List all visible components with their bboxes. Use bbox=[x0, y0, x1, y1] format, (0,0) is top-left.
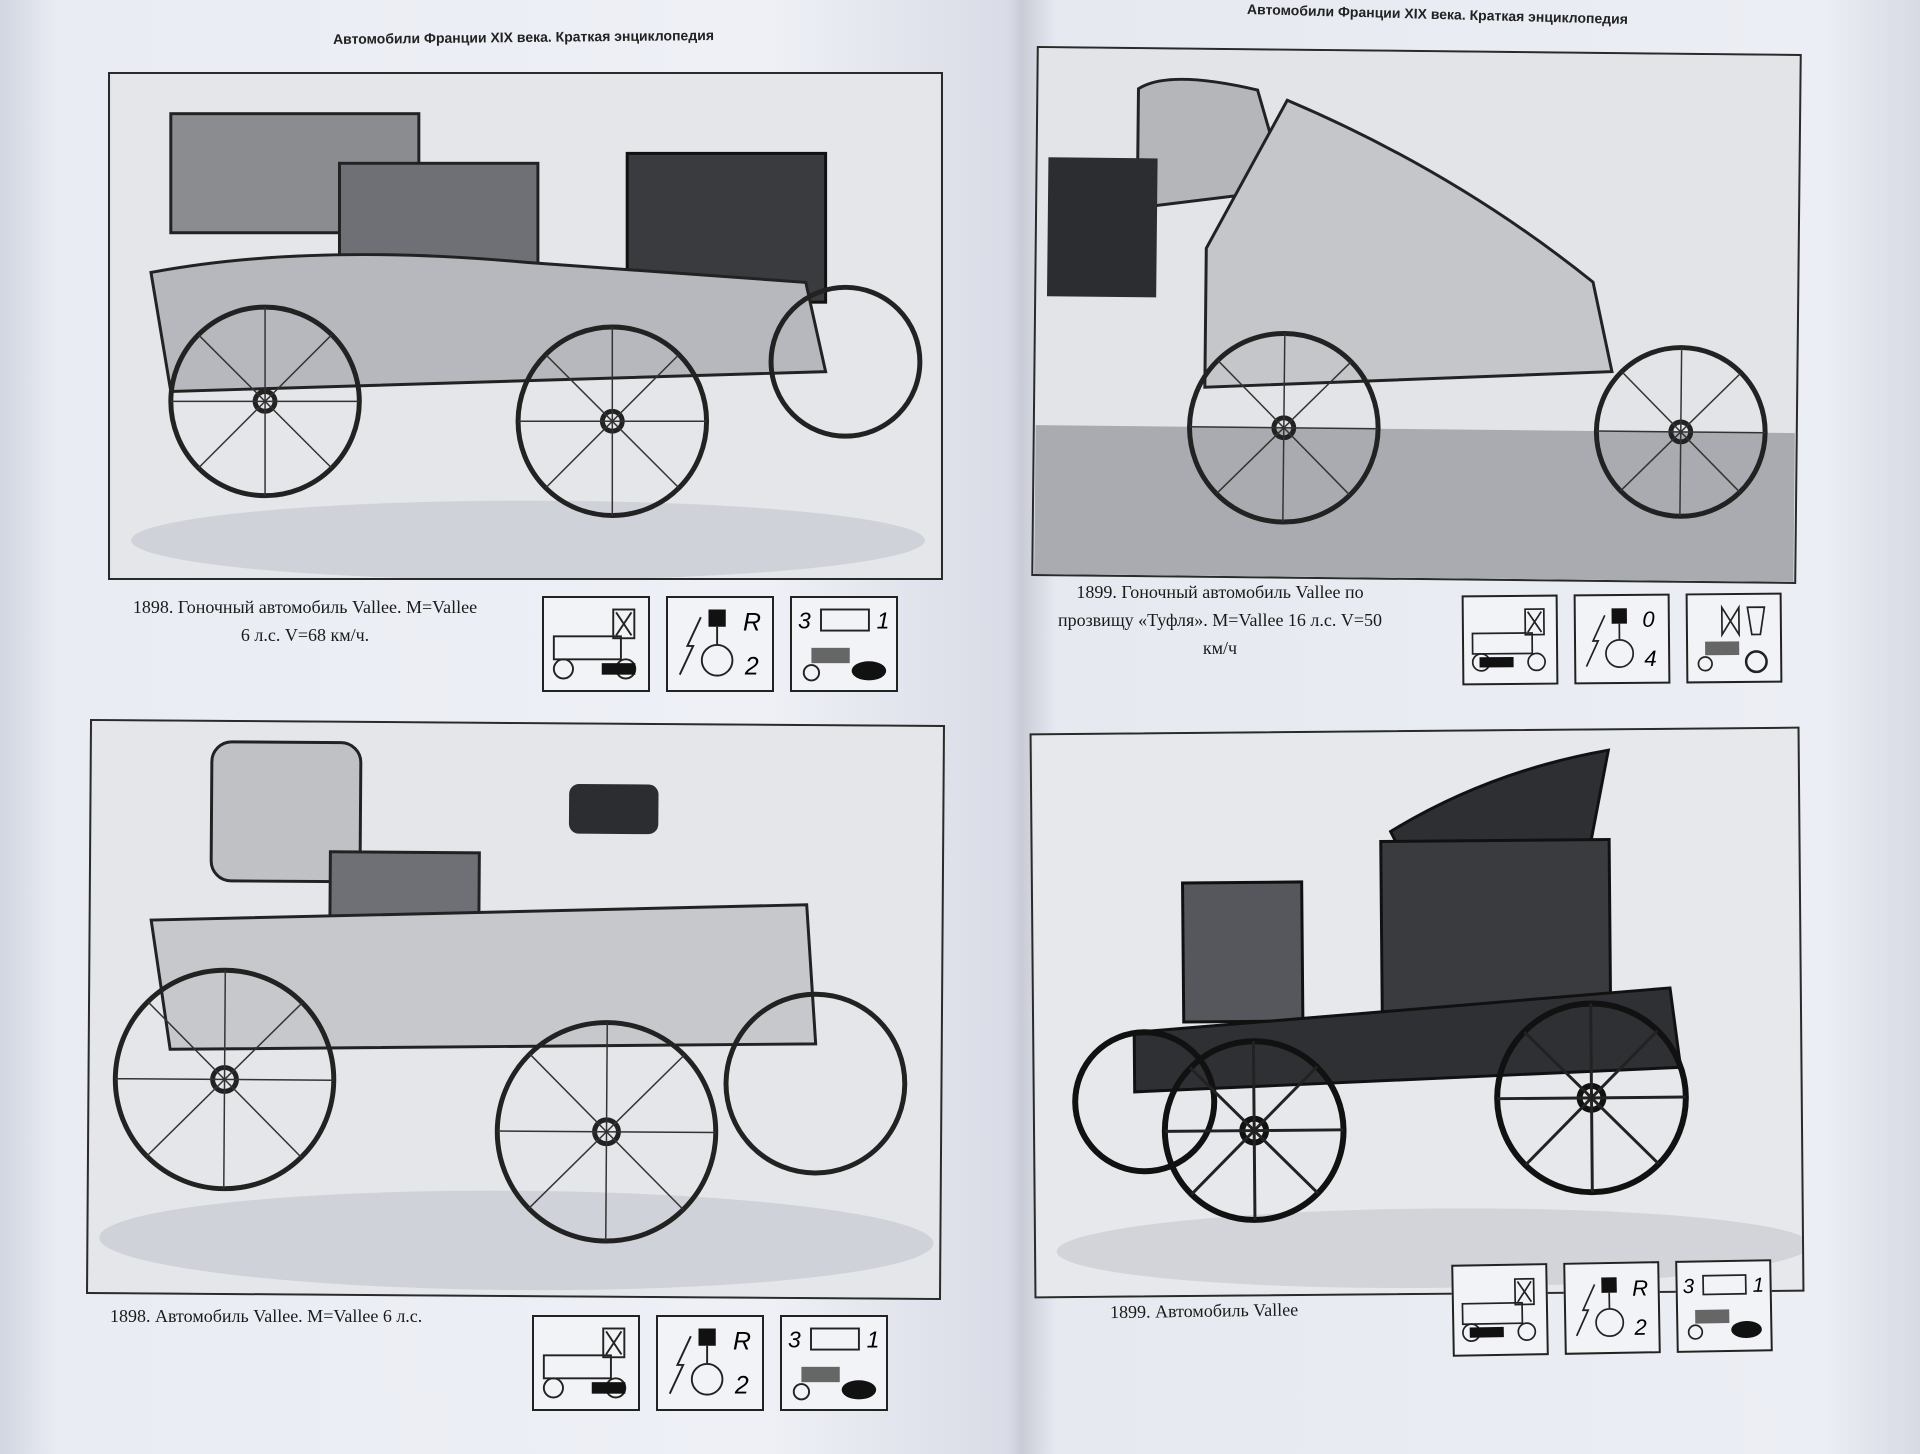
speed-left-label: 3 bbox=[788, 1327, 801, 1353]
speed-right-label: 1 bbox=[867, 1327, 880, 1353]
caption-1898-car: 1898. Автомобиль Vallee. M=Vallee 6 л.с. bbox=[110, 1302, 500, 1330]
speed-right-label: 1 bbox=[1752, 1274, 1764, 1297]
gear-bottom-label: 4 bbox=[1644, 646, 1657, 671]
gear-top-label: R bbox=[1632, 1275, 1648, 1300]
left-page: Автомобили Франции XIX века. Краткая энц… bbox=[50, 0, 1010, 1454]
caption-line: 1898. Гоночный автомобиль Vallee. M=Vall… bbox=[132, 597, 478, 617]
caption-line: км/ч bbox=[1202, 638, 1238, 658]
photo-plate-1898-racing bbox=[108, 72, 943, 580]
vintage-car-illustration bbox=[1032, 728, 1803, 1297]
caption-1898-racing: 1898. Гоночный автомобиль Vallee. M=Vall… bbox=[100, 593, 510, 649]
caption-line: 1899. Автомобиль Vallee bbox=[1109, 1299, 1299, 1323]
caption-1899-car: 1899. Автомобиль Vallee bbox=[1110, 1294, 1410, 1326]
car-layout-icon bbox=[1461, 594, 1559, 686]
car-layout-icon bbox=[532, 1315, 640, 1411]
caption-1899-racing: 1899. Гоночный автомобиль Vallee по проз… bbox=[1040, 578, 1400, 662]
caption-line: прозвищу «Туфля». M=Vallee 16 л.с. V=50 bbox=[1057, 610, 1383, 630]
right-page: Автомобили Франции XIX века. Краткая энц… bbox=[1020, 0, 1890, 1454]
caption-line: 1899. Гоночный автомобиль Vallee по bbox=[1076, 582, 1364, 602]
vintage-car-illustration bbox=[88, 721, 943, 1298]
gear-top-label: R bbox=[733, 1328, 751, 1356]
caption-line: 1898. Автомобиль Vallee. M=Vallee 6 л.с. bbox=[110, 1306, 423, 1326]
running-header-right: Автомобили Франции XIX века. Краткая энц… bbox=[1246, 1, 1629, 27]
photo-plate-1899-racing bbox=[1031, 46, 1802, 584]
vintage-car-illustration bbox=[1034, 48, 1799, 582]
photo-plate-1898-car bbox=[86, 719, 945, 1300]
gear-top-label: R bbox=[743, 609, 761, 637]
speed-left-label: 3 bbox=[798, 608, 811, 634]
speed-left-label: 3 bbox=[1683, 1275, 1695, 1298]
transmission-icon bbox=[1685, 592, 1783, 684]
gear-bottom-label: 2 bbox=[744, 653, 759, 681]
gear-top-label: 0 bbox=[1642, 607, 1655, 632]
vintage-car-illustration bbox=[111, 74, 940, 578]
photo-plate-1899-car bbox=[1029, 726, 1805, 1299]
gear-bottom-label: 2 bbox=[734, 1372, 749, 1400]
gear-bottom-label: 2 bbox=[1633, 1315, 1647, 1340]
caption-line: 6 л.с. V=68 км/ч. bbox=[240, 625, 370, 645]
speed-right-label: 1 bbox=[877, 608, 890, 634]
running-header-left: Автомобили Франции XIX века. Краткая энц… bbox=[332, 27, 715, 47]
car-layout-icon bbox=[1451, 1263, 1549, 1357]
car-layout-icon bbox=[542, 596, 650, 692]
